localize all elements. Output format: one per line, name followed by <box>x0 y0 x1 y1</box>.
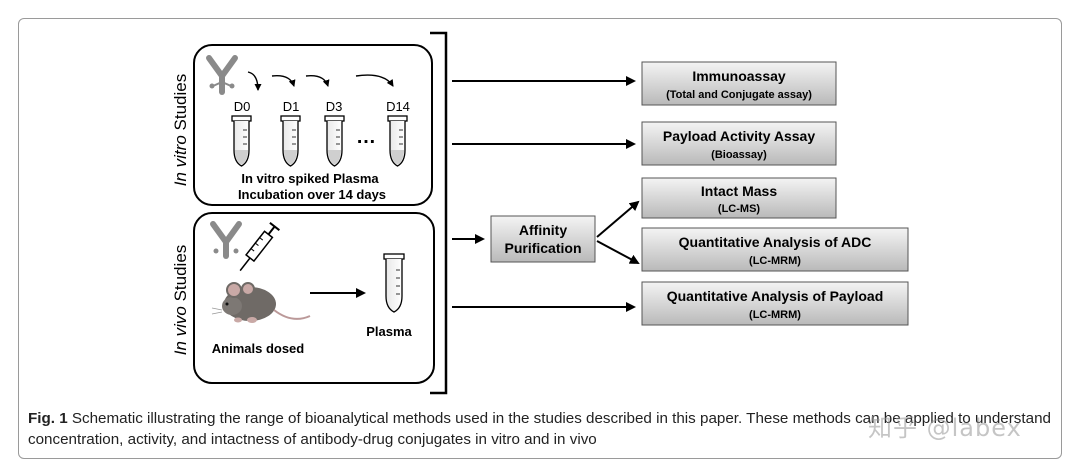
arrow-to-adc-quant <box>596 240 640 264</box>
affinity-purification-box <box>490 215 596 263</box>
in-vitro-side-label: In vitro Studies <box>171 74 190 186</box>
method-title-intact-mass: Intact Mass <box>701 183 777 199</box>
method-title-immunoassay: Immunoassay <box>692 68 786 84</box>
plasma-tube-icon <box>383 253 405 313</box>
affinity-label-line2: Purification <box>504 240 581 256</box>
time-arrow-3 <box>305 75 330 87</box>
caption-text: Schematic illustrating the range of bioa… <box>28 410 1051 448</box>
method-subtitle-adc-quant: (LC-MRM) <box>749 255 801 267</box>
syringe-icon <box>239 221 280 272</box>
in-vitro-caption-line2: Incubation over 14 days <box>238 187 386 202</box>
method-title-adc-quant: Quantitative Analysis of ADC <box>679 234 872 250</box>
figure-frame <box>18 18 1062 459</box>
time-arrow-2 <box>271 75 296 87</box>
timepoint-d14: D14 <box>386 99 410 114</box>
timepoint-d3: D3 <box>326 99 343 114</box>
sample-tube-icon <box>231 115 252 167</box>
antibody-icon <box>206 55 238 95</box>
method-subtitle-payload-activity: (Bioassay) <box>711 149 767 161</box>
method-subtitle-payload-quant: (LC-MRM) <box>749 309 801 321</box>
figure-label: Fig. 1 <box>28 410 68 427</box>
time-arrow-4 <box>355 74 394 87</box>
timepoint-d1: D1 <box>283 99 300 114</box>
grouping-bracket <box>430 31 448 395</box>
method-box-intact-mass: Intact Mass (LC-MS) <box>641 177 837 219</box>
sample-tube-icon <box>387 115 408 167</box>
sample-tube-icon <box>324 115 345 167</box>
method-title-payload-quant: Quantitative Analysis of Payload <box>667 288 884 304</box>
timepoint-ellipsis: … <box>356 126 376 148</box>
method-box-payload-activity: Payload Activity Assay (Bioassay) <box>641 121 837 166</box>
timepoint-d0: D0 <box>234 99 251 114</box>
in-vivo-side-label: In vivo Studies <box>171 245 190 356</box>
method-subtitle-intact-mass: (LC-MS) <box>718 203 760 215</box>
figure-caption: Fig. 1 Schematic illustrating the range … <box>28 408 1058 450</box>
plasma-label: Plasma <box>366 324 412 339</box>
animals-dosed-label: Animals dosed <box>212 341 305 356</box>
affinity-label-line1: Affinity <box>519 222 567 238</box>
arrow-to-intact-mass <box>596 200 640 238</box>
time-arrow-1 <box>247 71 262 91</box>
method-subtitle-immunoassay: (Total and Conjugate assay) <box>666 89 812 101</box>
method-box-adc-quant: Quantitative Analysis of ADC (LC-MRM) <box>641 227 909 272</box>
antibody-icon-in-vivo <box>210 221 242 259</box>
method-box-payload-quant: Quantitative Analysis of Payload (LC-MRM… <box>641 281 909 326</box>
method-title-payload-activity: Payload Activity Assay <box>663 128 815 144</box>
watermark-logo: 知乎 @labex <box>868 414 1022 442</box>
sample-tube-icon <box>280 115 301 167</box>
in-vitro-box <box>193 44 433 206</box>
method-box-immunoassay: Immunoassay (Total and Conjugate assay) <box>641 61 837 106</box>
mouse-image <box>211 282 311 323</box>
in-vitro-caption-line1: In vitro spiked Plasma <box>241 171 379 186</box>
